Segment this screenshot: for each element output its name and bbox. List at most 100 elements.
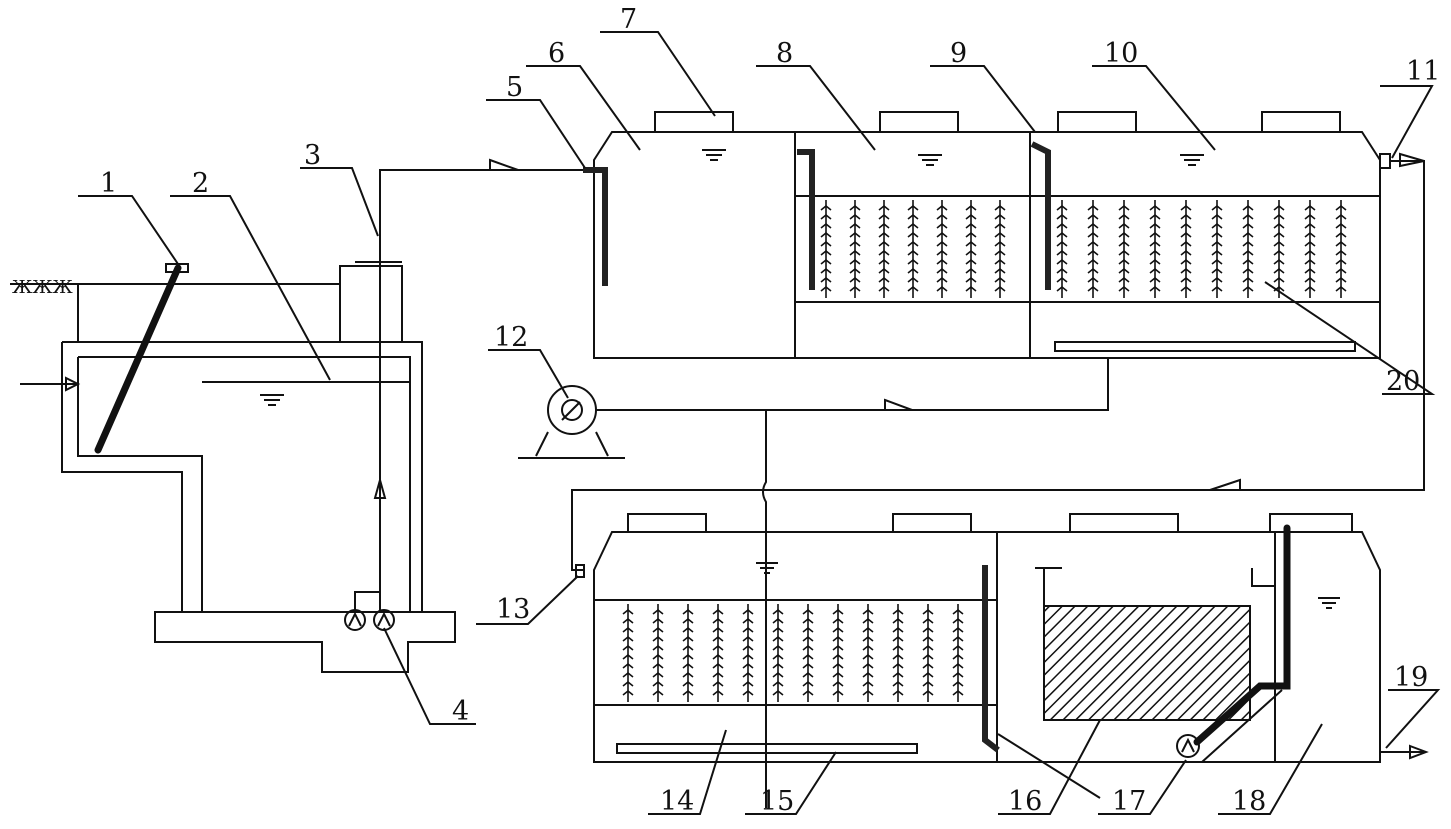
filler-tuft <box>1335 231 1347 238</box>
filler-tuft <box>965 276 977 283</box>
filler-tuft <box>832 644 844 651</box>
filler-tuft <box>922 689 934 696</box>
filler-tuft <box>742 662 754 669</box>
filler-tuft <box>1242 213 1254 220</box>
transfer-pipe-8 <box>797 149 815 290</box>
filler-tuft <box>622 617 634 624</box>
filler-tuft <box>994 258 1006 265</box>
filler-tuft <box>742 680 754 687</box>
filler-tuft <box>878 213 890 220</box>
filler-tuft <box>862 626 874 633</box>
outlet-19 <box>1380 744 1429 760</box>
filler-tuft <box>936 285 948 292</box>
filler-tuft <box>682 680 694 687</box>
filler-tuft <box>1304 240 1316 247</box>
filler-tuft <box>1149 222 1161 229</box>
filler-tuft <box>892 653 904 660</box>
filler-tuft <box>849 222 861 229</box>
filler-tuft <box>652 689 664 696</box>
filler-tuft <box>802 653 814 660</box>
filler-tuft <box>1149 276 1161 283</box>
manhole-covers-lower <box>627 513 1353 533</box>
label-14: 14 <box>660 786 694 817</box>
filler-tuft <box>1180 213 1192 220</box>
filler-tuft <box>832 626 844 633</box>
filler-tuft <box>907 249 919 256</box>
inclined-tube-settler <box>1035 567 1251 721</box>
filler-tuft <box>1180 285 1192 292</box>
filler-tuft <box>1118 231 1130 238</box>
filler-tuft <box>1242 267 1254 274</box>
filler-tuft <box>1118 222 1130 229</box>
filler-tuft <box>1273 240 1285 247</box>
filler-tuft <box>878 240 890 247</box>
filler-tuft <box>682 626 694 633</box>
inlet-valve-13 <box>575 564 585 578</box>
label-8: 8 <box>776 38 793 69</box>
filler-tuft <box>820 285 832 292</box>
blower <box>518 358 1109 808</box>
filler-tuft <box>1180 258 1192 265</box>
leader-lines <box>78 31 1441 815</box>
filler-tuft <box>622 671 634 678</box>
filler-tuft <box>1211 231 1223 238</box>
filler-tuft <box>1149 240 1161 247</box>
filler-tuft <box>922 671 934 678</box>
filler-tuft <box>1056 249 1068 256</box>
filler-tuft <box>1118 213 1130 220</box>
filler-tuft <box>1211 204 1223 211</box>
filler-tuft <box>742 608 754 615</box>
filler-tuft <box>1335 222 1347 229</box>
filler-tuft <box>1335 240 1347 247</box>
label-20: 20 <box>1386 366 1420 397</box>
filler-tuft <box>849 213 861 220</box>
filler-tuft <box>1056 267 1068 274</box>
filler-tuft <box>1335 267 1347 274</box>
filler-tuft <box>907 240 919 247</box>
filler-tuft <box>682 662 694 669</box>
filler-tuft <box>1087 285 1099 292</box>
filler-tuft <box>742 644 754 651</box>
filler-tuft <box>712 617 724 624</box>
filler-tuft <box>1242 231 1254 238</box>
filler-tuft <box>1211 276 1223 283</box>
label-19: 19 <box>1394 662 1428 693</box>
aerator-15 <box>616 743 918 754</box>
filler-tuft <box>892 644 904 651</box>
filler-tuft <box>862 680 874 687</box>
filler-tuft <box>772 635 784 642</box>
filler-tuft <box>1118 276 1130 283</box>
filler-tuft <box>878 267 890 274</box>
filler-tuft <box>652 635 664 642</box>
filler-tuft <box>1087 249 1099 256</box>
filler-tuft <box>712 689 724 696</box>
filler-tuft <box>952 644 964 651</box>
water-levels-upper <box>702 149 1204 166</box>
filler-tuft <box>965 213 977 220</box>
filler-tuft <box>712 608 724 615</box>
filler-tuft <box>1149 249 1161 256</box>
filler-tuft <box>952 626 964 633</box>
filler-tuft <box>965 231 977 238</box>
filler-tuft <box>1056 240 1068 247</box>
inlet-pipe-5 <box>583 167 608 286</box>
filler-tuft <box>922 617 934 624</box>
filler-tuft <box>742 671 754 678</box>
filler-tuft <box>907 276 919 283</box>
filler-tuft <box>952 680 964 687</box>
filler-tuft <box>682 644 694 651</box>
filler-tuft <box>952 662 964 669</box>
filler-tuft <box>742 689 754 696</box>
inlet-arrow <box>20 376 81 392</box>
filler-tuft <box>682 653 694 660</box>
label-1: 1 <box>100 168 117 199</box>
filler-tuft <box>682 689 694 696</box>
filler-tuft <box>652 671 664 678</box>
filler-tuft <box>652 653 664 660</box>
filler-tuft <box>1242 222 1254 229</box>
filler-tuft <box>1180 222 1192 229</box>
filler-tuft <box>1118 204 1130 211</box>
filler-tuft <box>878 222 890 229</box>
filler-tuft <box>849 276 861 283</box>
filler-tuft <box>1242 285 1254 292</box>
